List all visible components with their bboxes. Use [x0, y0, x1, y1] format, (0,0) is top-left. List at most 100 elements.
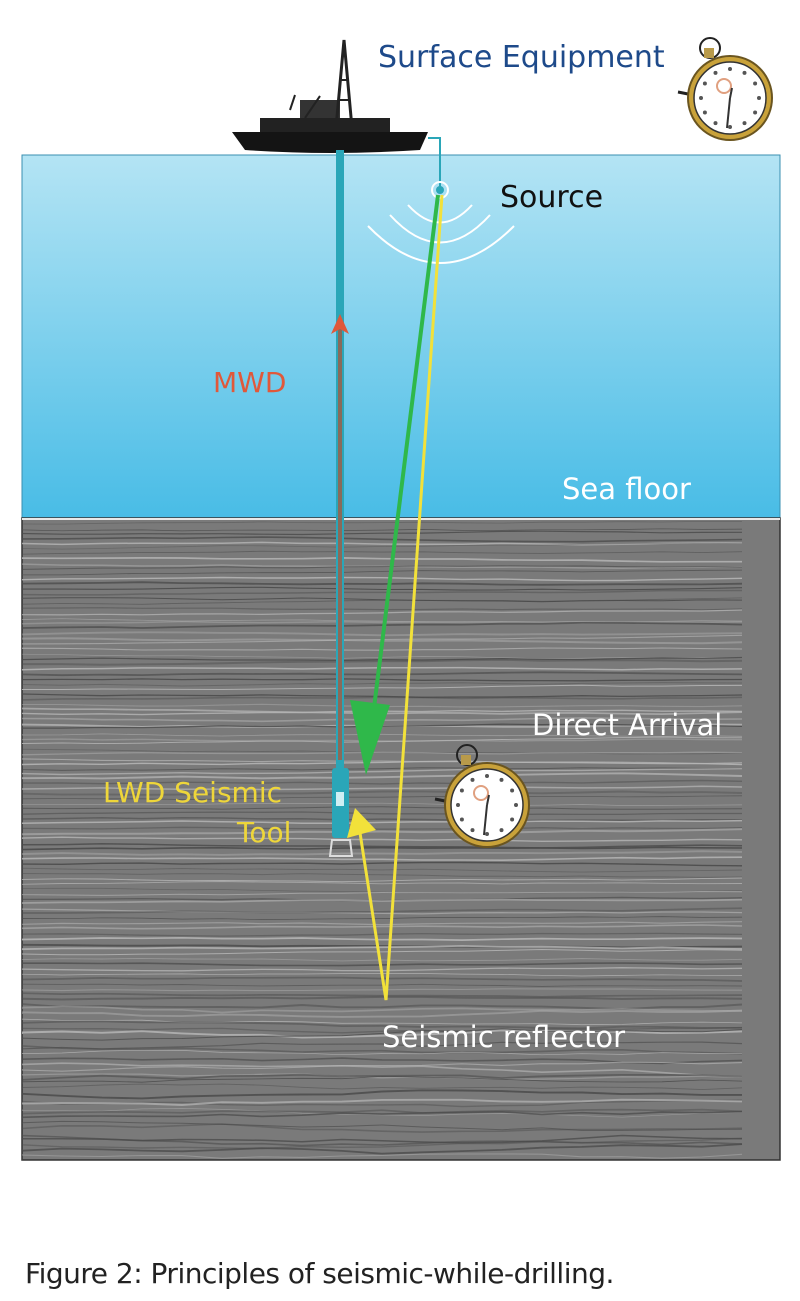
stratum-line	[22, 768, 743, 776]
stratum-line	[22, 609, 743, 616]
stratum-line	[22, 976, 743, 982]
stratum-line	[22, 678, 743, 682]
stratum-line	[22, 1041, 743, 1050]
stratum-line	[22, 1073, 743, 1081]
lwd-tool-icon	[328, 768, 354, 857]
direct-arrival-ray	[368, 194, 440, 741]
stratum-line	[22, 1108, 743, 1115]
stratum-line	[22, 557, 742, 563]
sea-water	[21, 154, 781, 520]
stratum-line	[22, 666, 743, 671]
stratum-line	[22, 967, 743, 972]
stratum-line	[22, 944, 743, 951]
stratum-line	[22, 988, 743, 992]
stratum-line	[22, 1005, 743, 1014]
lwd-tool-label-line2: Tool	[237, 816, 292, 849]
reflected-ray	[356, 194, 444, 1001]
stratum-line	[22, 684, 743, 691]
stratum-line	[22, 581, 743, 586]
stratum-line	[22, 621, 743, 629]
stratum-line	[22, 995, 743, 1001]
stratum-line	[22, 647, 743, 651]
stratum-line	[22, 1134, 743, 1144]
stratum-line	[22, 653, 743, 660]
stratum-line	[22, 916, 743, 920]
stratum-line	[22, 1123, 743, 1133]
stratum-line	[22, 1028, 743, 1041]
stratum-line	[22, 932, 743, 937]
surface-equipment-label: Surface Equipment	[378, 40, 665, 75]
stratum-line	[22, 528, 743, 532]
stratum-line	[22, 795, 743, 800]
stratum-line	[22, 1049, 743, 1056]
stratum-line	[22, 696, 743, 701]
seismic-reflector-label: Seismic reflector	[382, 1020, 626, 1054]
stratum-line	[22, 1020, 742, 1030]
stratum-line	[22, 957, 743, 962]
stratum-line	[22, 881, 743, 885]
stratum-line	[22, 760, 743, 766]
stratum-line	[22, 890, 743, 896]
stratum-line	[22, 536, 743, 543]
stratum-line	[22, 1026, 743, 1034]
stratum-line	[22, 658, 743, 666]
stratum-line	[22, 1143, 743, 1155]
source-label: Source	[500, 180, 604, 215]
stopwatch-icon	[434, 744, 530, 848]
stratum-line	[22, 811, 742, 816]
direct-arrival-arrowhead	[350, 700, 390, 775]
stratum-line	[22, 924, 743, 930]
reflected-arrowhead	[347, 808, 376, 838]
stratum-line	[22, 1089, 742, 1100]
stratum-line	[22, 872, 743, 878]
stratum-line	[22, 520, 743, 525]
stratum-line	[22, 772, 743, 780]
stratum-line	[22, 1137, 743, 1150]
stratum-line	[22, 921, 743, 926]
stratum-line	[22, 992, 743, 998]
stratum-line	[22, 785, 743, 791]
stratum-line	[22, 693, 743, 698]
stratum-line	[22, 861, 743, 867]
stratum-line	[22, 618, 743, 623]
stratum-line	[22, 607, 743, 611]
stratum-line	[22, 1003, 743, 1011]
stratum-line	[22, 671, 743, 677]
stratum-line	[22, 867, 743, 873]
stratum-line	[22, 634, 743, 645]
stratum-line	[22, 586, 743, 591]
stratum-line	[22, 541, 743, 546]
stratum-line	[22, 597, 743, 605]
stratum-line	[22, 1061, 743, 1072]
stratum-line	[22, 682, 743, 687]
stratum-line	[22, 856, 743, 862]
stratum-line	[22, 1057, 743, 1065]
sea-floor-label: Sea floor	[562, 472, 691, 506]
rock-strata	[22, 520, 743, 1160]
stratum-line	[22, 1108, 743, 1118]
stratum-line	[22, 948, 743, 956]
stratum-line	[22, 589, 743, 596]
figure-caption: Figure 2: Principles of seismic-while-dr…	[25, 1257, 614, 1290]
stratum-line	[22, 806, 743, 810]
stratum-line	[22, 907, 743, 914]
stratum-line	[22, 569, 743, 576]
stratum-line	[22, 898, 743, 904]
stratum-line	[22, 1018, 743, 1026]
stratum-line	[22, 565, 743, 570]
stratum-line	[22, 779, 743, 785]
stratum-line	[22, 887, 743, 894]
stratum-line	[22, 877, 743, 883]
stratum-line	[22, 758, 743, 765]
stratum-line	[22, 1075, 743, 1084]
stratum-line	[22, 850, 743, 856]
stratum-line	[22, 530, 743, 536]
stratum-line	[22, 1098, 743, 1106]
stratum-line	[22, 1009, 743, 1018]
stratum-line	[22, 1110, 743, 1119]
stratum-line	[22, 1083, 743, 1091]
stratum-line	[22, 767, 743, 771]
stratum-line	[22, 802, 743, 806]
stratum-line	[22, 576, 743, 582]
